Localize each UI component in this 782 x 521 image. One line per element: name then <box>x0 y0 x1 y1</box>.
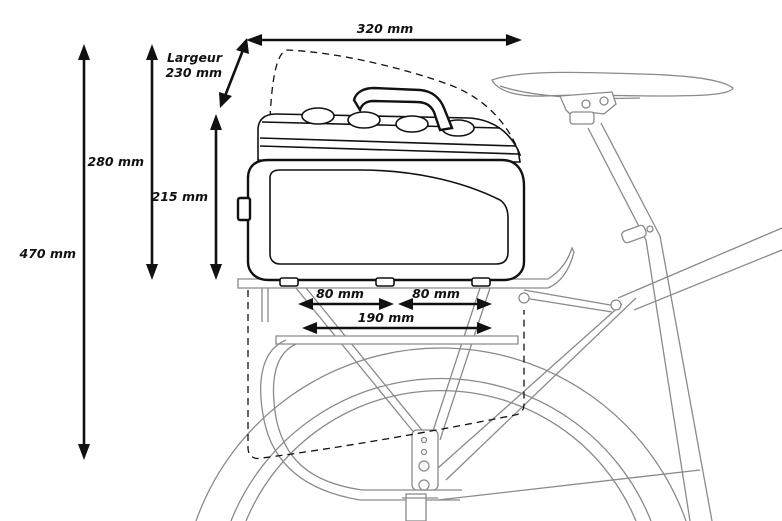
pannier-outline <box>247 290 525 460</box>
pannier-frame <box>260 339 460 501</box>
expanded-bag-outline <box>269 49 523 161</box>
bag-buckle[interactable] <box>236 196 252 222</box>
label-280: 280 mm <box>88 154 145 169</box>
seatpost-clamp <box>621 224 647 244</box>
chain-stay <box>437 469 701 501</box>
rear-wheel-inner-rim <box>245 389 637 521</box>
label-230: 230 mm <box>166 65 223 80</box>
bag-lid <box>257 113 521 163</box>
trunk-bag <box>236 86 526 287</box>
bag-front-panel <box>269 169 509 265</box>
label-80-left: 80 mm <box>316 286 364 301</box>
label-80-right: 80 mm <box>412 286 460 301</box>
label-largeur: Largeur <box>167 50 223 65</box>
label-215: 215 mm <box>152 189 209 204</box>
arrow-230 <box>223 49 245 97</box>
dimension-labels: 320 mm Largeur 230 mm 280 mm 215 mm 470 … <box>19 21 460 325</box>
bicycle <box>195 71 782 521</box>
saddle <box>491 71 734 97</box>
rear-wheel-rim <box>230 377 652 521</box>
bag-handle[interactable] <box>352 86 454 132</box>
seat-tube <box>587 127 647 241</box>
dimension-arrows <box>78 34 522 460</box>
top-tube <box>617 227 782 299</box>
seat-stay <box>437 303 623 469</box>
label-470: 470 mm <box>19 246 77 261</box>
rear-wheel-tire <box>195 347 687 521</box>
label-190: 190 mm <box>358 310 415 325</box>
label-320: 320 mm <box>357 21 414 36</box>
